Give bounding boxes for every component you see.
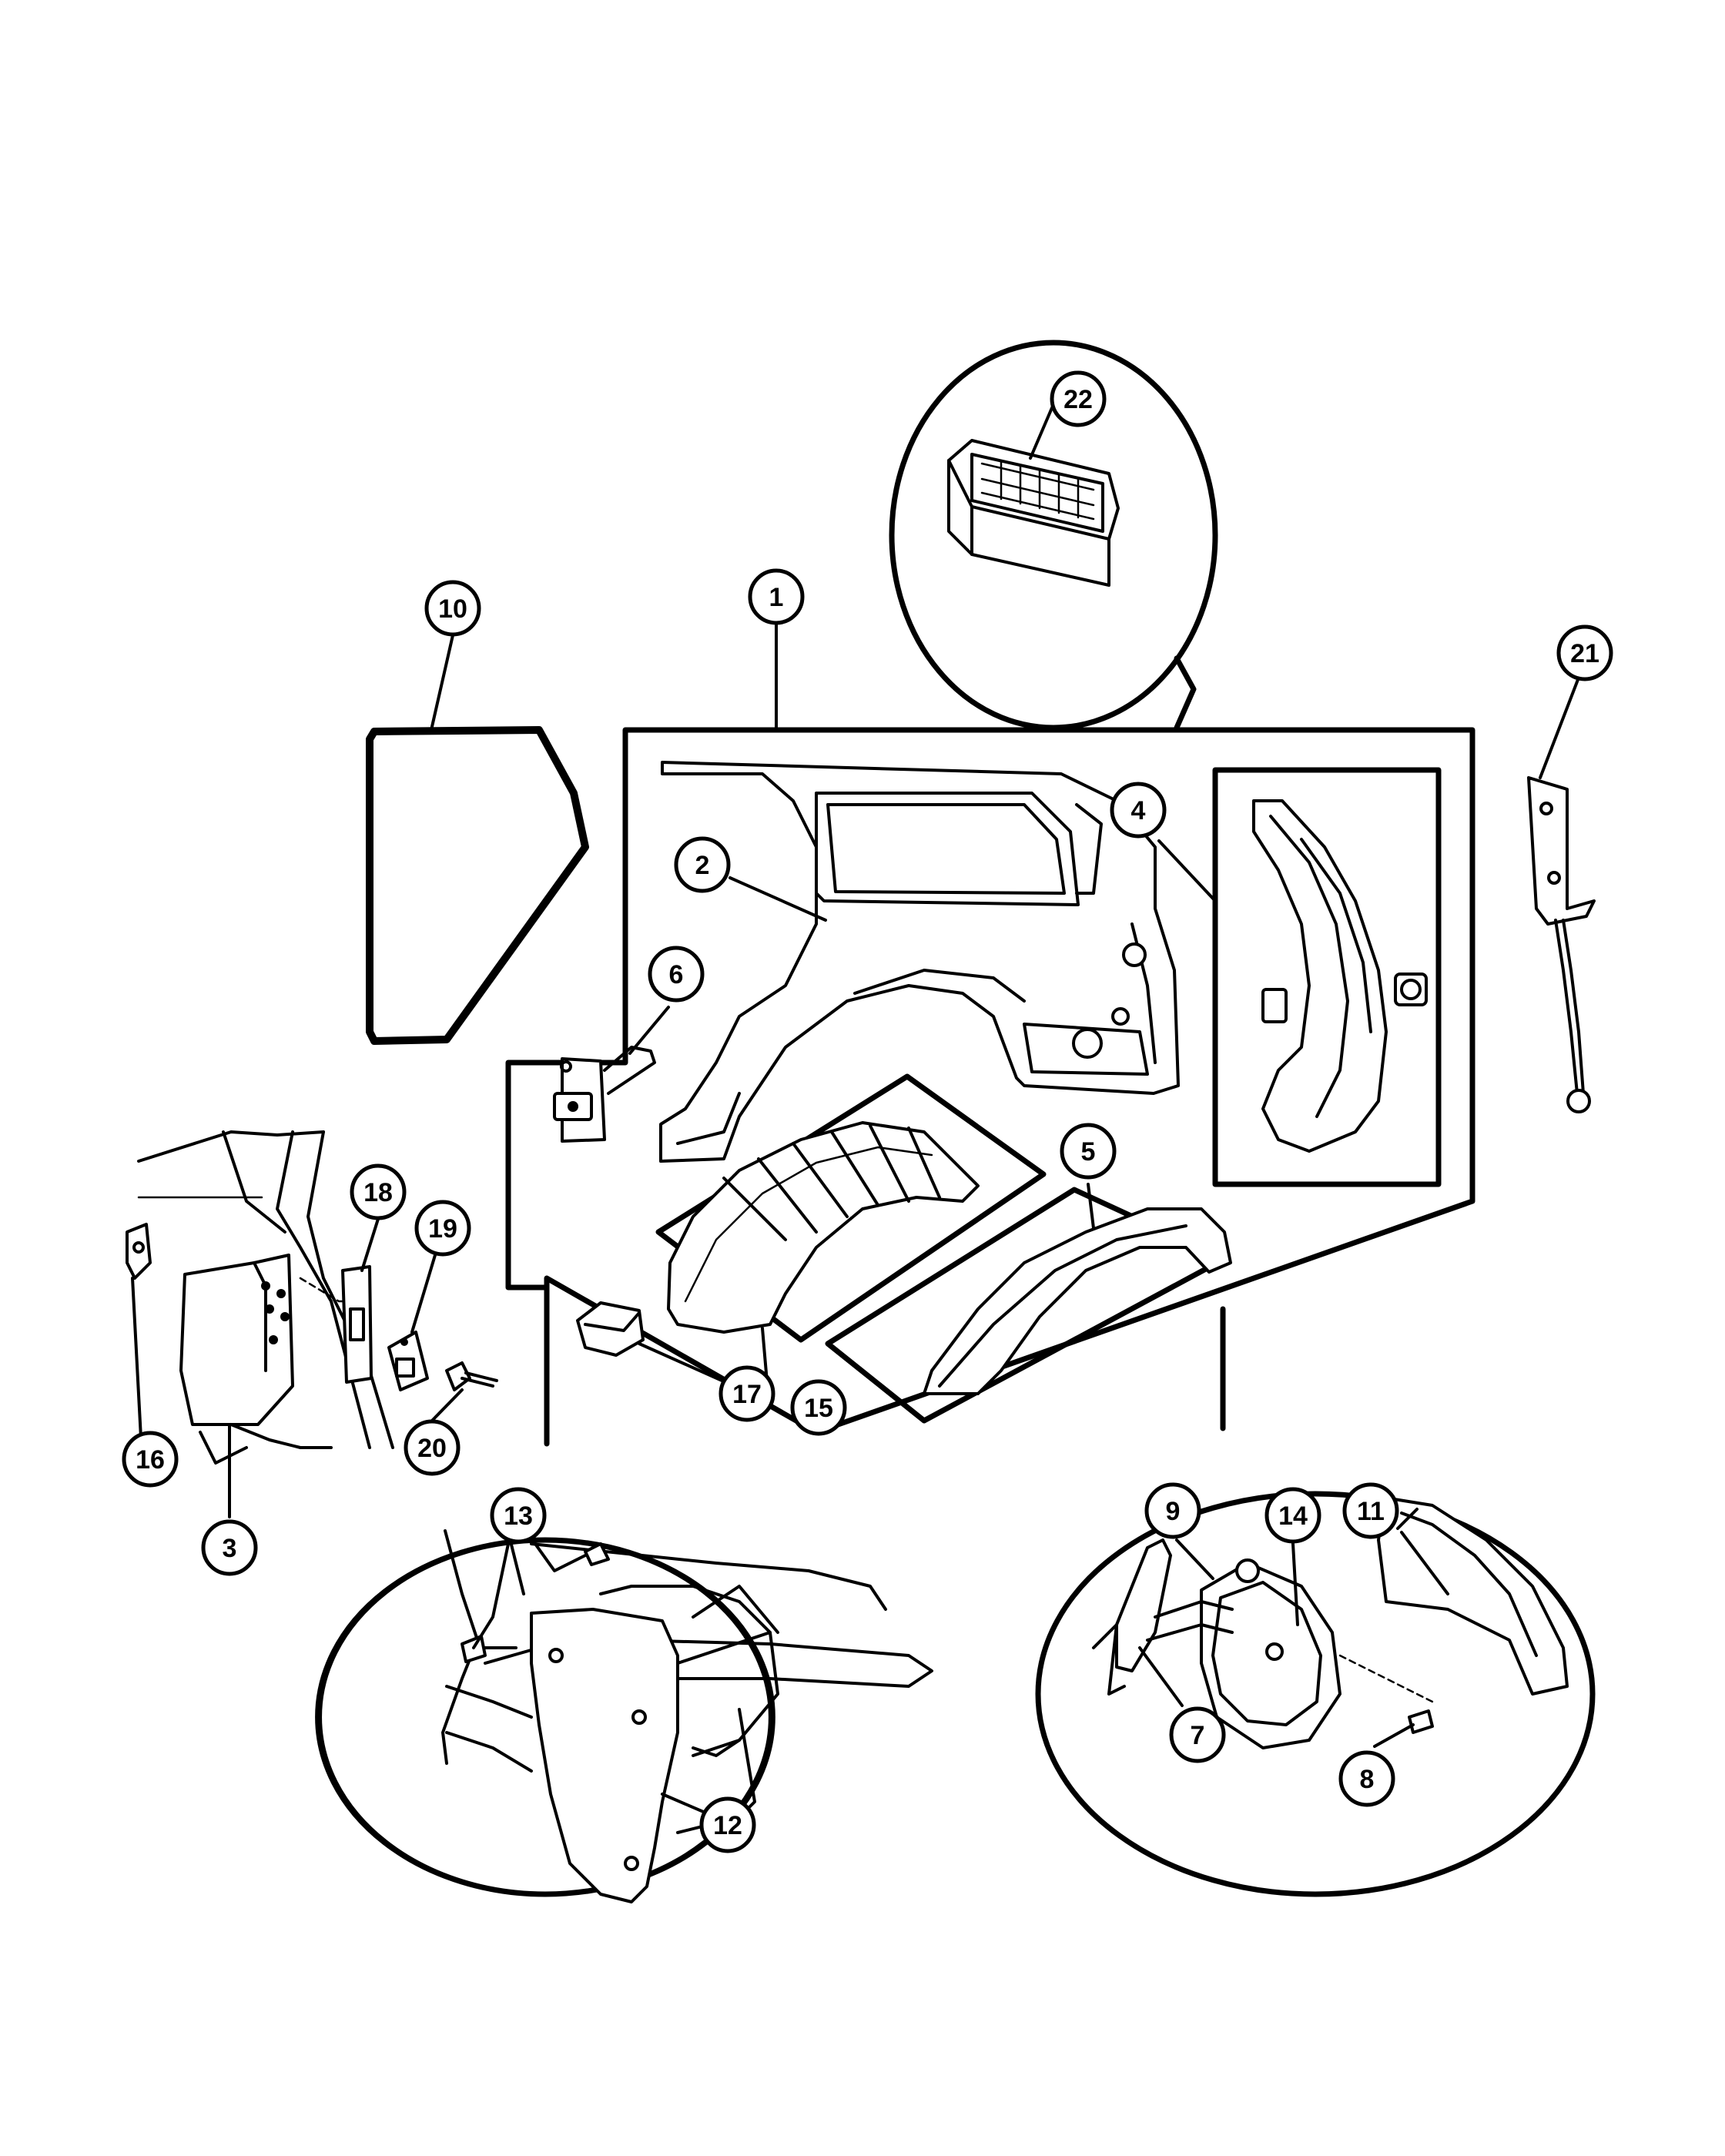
callout-15-label: 15 bbox=[804, 1394, 833, 1423]
callout-21-label: 21 bbox=[1570, 639, 1599, 668]
callout-6: 6 bbox=[648, 946, 705, 1003]
fastener-13 bbox=[461, 1542, 610, 1663]
callout-9-label: 9 bbox=[1166, 1497, 1181, 1526]
wheelhouse-inner bbox=[825, 1187, 1232, 1424]
callout-15: 15 bbox=[790, 1379, 847, 1436]
wheelhouse-outer bbox=[655, 1073, 1047, 1343]
callout-1-label: 1 bbox=[769, 583, 784, 612]
screw-20 bbox=[445, 1361, 498, 1391]
callout-9: 9 bbox=[1144, 1482, 1201, 1539]
callout-11: 11 bbox=[1342, 1482, 1399, 1539]
clip-17 bbox=[576, 1301, 645, 1357]
callout-8: 8 bbox=[1338, 1750, 1395, 1807]
callout-14: 14 bbox=[1264, 1487, 1321, 1544]
callout-11-label: 11 bbox=[1357, 1497, 1385, 1526]
callout-4-label: 4 bbox=[1131, 796, 1146, 825]
callout-17: 17 bbox=[718, 1365, 775, 1422]
callout-22-label: 22 bbox=[1063, 385, 1093, 414]
callout-18-label: 18 bbox=[363, 1178, 393, 1207]
callout-7: 7 bbox=[1169, 1706, 1226, 1763]
callout-10: 10 bbox=[424, 580, 481, 637]
callout-13-label: 13 bbox=[504, 1502, 533, 1531]
seal-10 bbox=[366, 726, 589, 1045]
strap-21 bbox=[1527, 776, 1596, 1113]
callout-4: 4 bbox=[1110, 782, 1167, 839]
callout-21: 21 bbox=[1556, 624, 1613, 681]
reinforcement-box bbox=[1212, 767, 1442, 1187]
callout-20: 20 bbox=[404, 1419, 461, 1476]
bracket-6 bbox=[553, 1046, 656, 1143]
callout-6-label: 6 bbox=[669, 960, 684, 989]
callout-5: 5 bbox=[1060, 1123, 1117, 1180]
fuel-door-detail bbox=[1035, 1491, 1596, 1897]
callout-12: 12 bbox=[699, 1796, 756, 1853]
callout-2-label: 2 bbox=[695, 851, 710, 880]
callout-17-label: 17 bbox=[732, 1380, 762, 1409]
callout-10-label: 10 bbox=[438, 594, 467, 624]
callout-18: 18 bbox=[350, 1163, 407, 1220]
vent-grille bbox=[947, 439, 1120, 587]
body-corner bbox=[126, 1130, 394, 1465]
callout-22: 22 bbox=[1050, 370, 1107, 427]
splash-shield-detail bbox=[315, 1529, 933, 1903]
callout-12-label: 12 bbox=[713, 1811, 742, 1840]
callout-7-label: 7 bbox=[1191, 1721, 1205, 1750]
callout-1: 1 bbox=[748, 568, 805, 625]
callout-19: 19 bbox=[414, 1200, 471, 1257]
callout-2: 2 bbox=[674, 836, 731, 893]
callout-20-label: 20 bbox=[417, 1434, 447, 1463]
striker-19 bbox=[387, 1331, 429, 1391]
callout-16: 16 bbox=[122, 1431, 179, 1488]
callout-14-label: 14 bbox=[1278, 1502, 1308, 1531]
callout-16-label: 16 bbox=[136, 1445, 165, 1475]
callout-3-label: 3 bbox=[223, 1534, 237, 1563]
callout-8-label: 8 bbox=[1360, 1765, 1375, 1794]
callout-3: 3 bbox=[201, 1519, 258, 1576]
bracket-18 bbox=[341, 1265, 373, 1384]
callout-13: 13 bbox=[490, 1487, 547, 1544]
quarter-panel bbox=[659, 761, 1180, 1163]
callout-5-label: 5 bbox=[1081, 1137, 1096, 1167]
callout-19-label: 19 bbox=[428, 1214, 457, 1244]
